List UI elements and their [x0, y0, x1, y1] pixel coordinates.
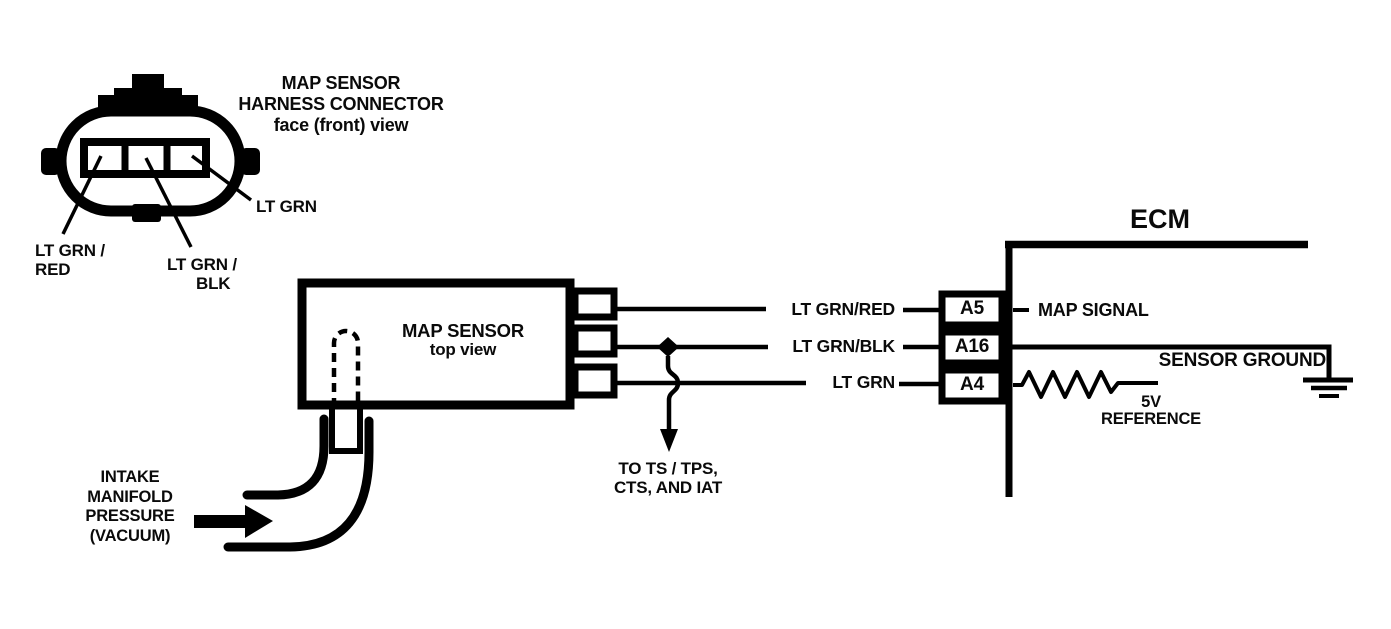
terminal-label-lt-grn-red-line1: LT GRN / [35, 241, 105, 260]
branch-wire-with-crossover-hop [665, 356, 681, 431]
connector-side-lug-right [241, 148, 260, 175]
sensor-ground-trace [1009, 344, 1332, 378]
intake-pressure-arrow [194, 505, 273, 538]
wire-label-lt-grn-blk: LT GRN/BLK [792, 336, 895, 356]
wire-label-lt-grn-red: LT GRN/RED [791, 299, 895, 319]
hose-elbow-outer-wall [223, 416, 374, 552]
sensor-pin-1 [571, 287, 618, 321]
intake-pressure-note: INTAKE MANIFOLD PRESSURE (VACUUM) [60, 468, 200, 546]
leader-line-middle-terminal [144, 157, 193, 248]
intake-pressure-note-line3: PRESSURE [85, 507, 175, 525]
ecm-title: ECM [1130, 204, 1190, 234]
map-sensor-box [297, 278, 575, 410]
wire-label-lt-grn: LT GRN [832, 372, 895, 392]
connector-face-title-line1: MAP SENSOR [281, 73, 401, 93]
pin-box-a5 [938, 290, 1006, 329]
leader-line-right-terminal [190, 154, 253, 202]
branch-arrowhead [660, 429, 678, 452]
leader-line-left-terminal [61, 155, 103, 235]
map-sensor-label-line1: MAP SENSOR [401, 320, 525, 341]
signal-label-sensor-ground: SENSOR GROUND [1158, 350, 1327, 371]
intake-pressure-note-line2: MANIFOLD [87, 487, 173, 506]
terminal-strip [80, 138, 210, 178]
hose-elbow-inner-wall [242, 414, 329, 500]
pin-box-a16 [938, 328, 1006, 367]
intake-pressure-note-line4: (VACUUM) [89, 526, 171, 545]
pin-label-a4: A4 [960, 374, 984, 395]
map-sensor-label-line2: top view [429, 340, 497, 359]
vacuum-tube-dashed [331, 328, 361, 407]
terminal-label-lt-grn-red-line2: RED [35, 260, 71, 279]
connector-face-title-line2: HARNESS CONNECTOR [238, 94, 444, 114]
pin-label-a16: A16 [954, 336, 990, 357]
terminal-label-lt-grn-blk-line2: BLK [196, 274, 231, 293]
map-sensor-label: MAP SENSOR top view [368, 320, 558, 358]
resistor-symbol [1013, 370, 1158, 399]
connector-face-title: MAP SENSOR HARNESS CONNECTOR face (front… [228, 73, 454, 136]
terminal-label-lt-grn-red: LT GRN / RED [35, 241, 105, 279]
signal-label-map-signal: MAP SIGNAL [1038, 300, 1149, 320]
terminal-label-lt-grn-blk-line1: LT GRN / [167, 255, 237, 274]
branch-destination-note: TO TS / TPS, CTS, AND IAT [598, 459, 738, 497]
vacuum-nipple [329, 409, 363, 454]
branch-destination-note-line2: CTS, AND IAT [613, 478, 723, 497]
pin-label-a5: A5 [960, 298, 984, 319]
connector-bottom-lug [132, 204, 161, 222]
terminal-label-lt-grn: LT GRN [256, 197, 317, 216]
connector-side-lug-left [41, 148, 60, 175]
connector-face-title-line3: face (front) view [273, 115, 409, 135]
splice-junction-diamond [657, 337, 679, 357]
terminal-label-lt-grn-blk: LT GRN / BLK [167, 255, 237, 293]
intake-pressure-note-line1: INTAKE [100, 468, 160, 486]
pin-box-a4 [938, 366, 1006, 405]
sensor-pin-3 [571, 363, 618, 399]
signal-label-5v-reference: 5V REFERENCE [1094, 394, 1208, 427]
signal-label-5v-reference-line2: REFERENCE [1101, 409, 1201, 428]
signal-label-5v-reference-line1: 5V [1141, 393, 1161, 411]
branch-destination-note-line1: TO TS / TPS, [618, 459, 718, 478]
sensor-pin-2 [571, 324, 618, 358]
